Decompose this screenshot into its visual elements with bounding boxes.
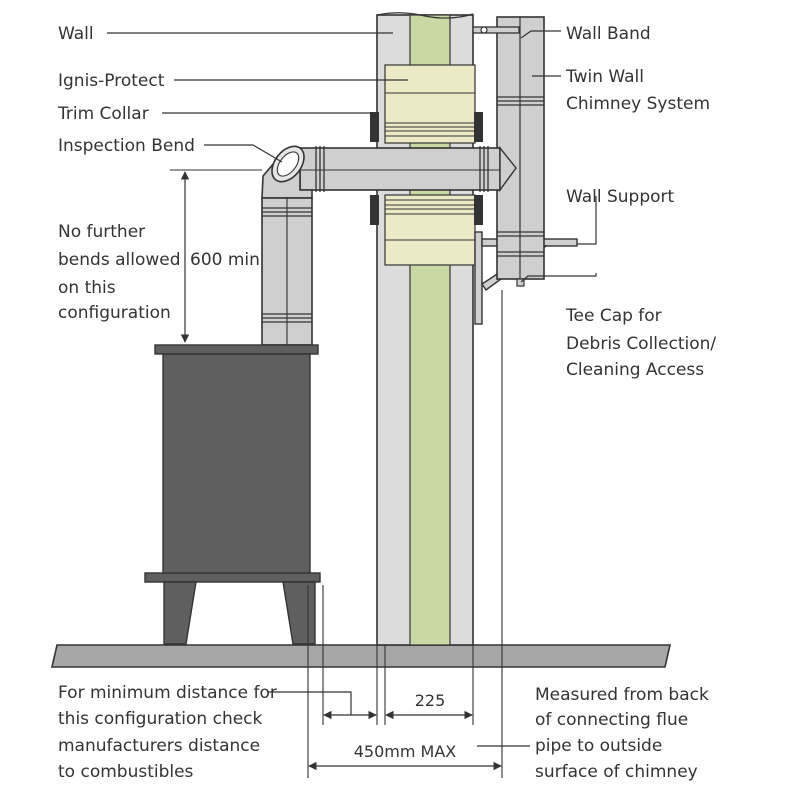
label-tee-cap: Tee Cap for Debris Collection/ Cleaning … [565, 306, 722, 380]
dimension-225: 225 [415, 691, 446, 710]
labels: Wall Ignis-Protect Trim Collar Inspectio… [57, 24, 722, 782]
label-no-further-bends: No further bends allowed on this configu… [58, 222, 186, 323]
label-wall-support: Wall Support [566, 187, 675, 207]
dimension-lines [170, 169, 503, 778]
label-min-distance-note: For minimum distance for this configurat… [58, 683, 282, 782]
label-inspection-bend: Inspection Bend [58, 136, 195, 156]
label-wall-band: Wall Band [566, 24, 651, 44]
label-wall: Wall [58, 24, 94, 44]
trim-collars [370, 112, 483, 225]
wall-band [472, 26, 520, 34]
twin-wall-chimney [496, 16, 545, 287]
ignis-protect-sleeve [384, 64, 476, 266]
inspection-bend [261, 145, 313, 199]
floor [50, 644, 672, 668]
leader-lines [107, 30, 597, 747]
dimension-450-max: 450mm MAX [354, 742, 457, 761]
label-twin-wall-chimney: Twin Wall Chimney System [565, 67, 710, 114]
label-measured-note: Measured from back of connecting flue pi… [535, 685, 714, 782]
label-600-min: 600 min [190, 250, 260, 270]
stove [144, 344, 321, 645]
label-trim-collar: Trim Collar [57, 104, 149, 124]
label-ignis-protect: Ignis-Protect [58, 71, 165, 91]
connecting-flue-pipe [261, 197, 313, 346]
horizontal-flue-pipe [299, 146, 517, 193]
